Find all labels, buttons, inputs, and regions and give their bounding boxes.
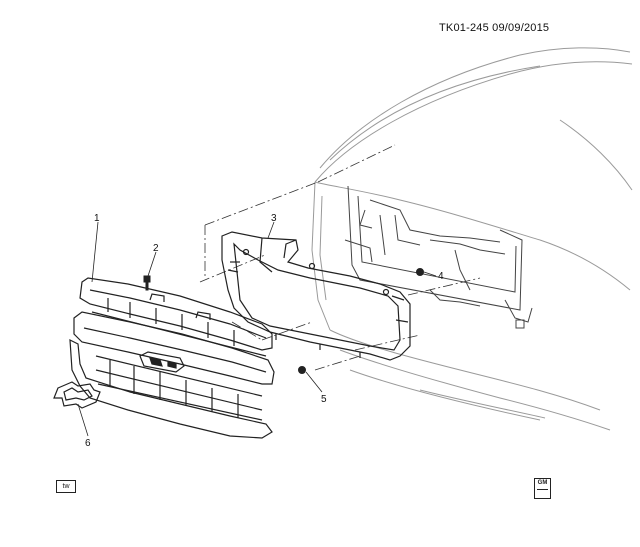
gm-logo-underline xyxy=(537,489,548,490)
gm-logo-icon: GM xyxy=(534,478,551,499)
callout-6: 6 xyxy=(85,438,91,449)
grille-assembly-part-1 xyxy=(69,277,275,439)
radiator-support-structure xyxy=(344,185,533,329)
callout-leader-lines xyxy=(77,221,437,437)
vehicle-body-outline xyxy=(311,47,633,431)
callout-5: 5 xyxy=(321,394,327,405)
gm-logo-text: GM xyxy=(537,480,548,486)
diagram-id-label: TK01-245 09/09/2015 xyxy=(439,22,550,34)
callout-4: 4 xyxy=(438,271,444,282)
callout-1: 1 xyxy=(94,213,100,224)
callout-3: 3 xyxy=(271,213,277,224)
alignment-lines xyxy=(199,144,481,371)
bowtie-emblem-icon xyxy=(53,381,101,409)
callout-2: 2 xyxy=(153,243,159,254)
fastener-part-5 xyxy=(298,366,306,374)
tw-badge-icon: tw xyxy=(56,480,76,493)
grille-bracket-part-3 xyxy=(221,231,411,361)
fastener-part-4 xyxy=(416,268,424,276)
